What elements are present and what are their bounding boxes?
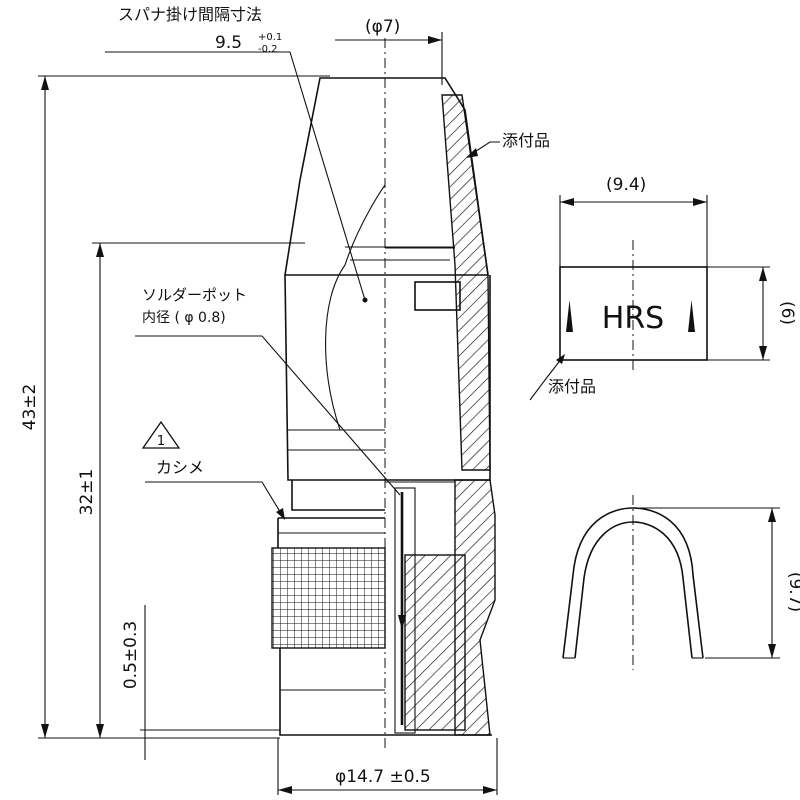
- dim-32-label: 32±1: [77, 469, 97, 516]
- wrench-value: 9.5: [215, 33, 242, 53]
- insert-marking: HRS: [602, 301, 664, 336]
- wrench-tol-minus: -0.2: [258, 44, 278, 55]
- warning-triangle-icon: [141, 420, 181, 449]
- dim-phi14-7-label: φ14.7 ±0.5: [335, 767, 431, 787]
- accessory-clip: [562, 495, 704, 670]
- dim-05-label: 0.5±0.3: [121, 621, 141, 689]
- connector-body: [271, 77, 491, 736]
- dim-6-label: (6): [777, 301, 797, 325]
- leader-lines: [105, 51, 565, 520]
- section-right: [385, 94, 496, 736]
- dimension-lines: [38, 32, 780, 795]
- accessory-mid-label: 添付品: [548, 377, 596, 396]
- wrench-title: スパナ掛け間隔寸法: [118, 5, 262, 24]
- solder-pot-label: ソルダーポット: [142, 286, 247, 304]
- phi7-label: (φ7): [365, 17, 400, 37]
- dim-43-label: 43±2: [20, 384, 40, 431]
- solder-inner-label: 内径 ( φ 0.8): [142, 310, 226, 326]
- dim-9-4-label: (9.4): [606, 175, 646, 195]
- wrench-tol-plus: +0.1: [258, 32, 282, 43]
- crimp-label: カシメ: [156, 458, 204, 477]
- accessory-insert: HRS: [559, 240, 708, 372]
- dim-9-7-label: (9.7): [785, 572, 800, 612]
- accessory-top-label: 添付品: [502, 131, 550, 150]
- crimp-number: 1: [157, 434, 165, 449]
